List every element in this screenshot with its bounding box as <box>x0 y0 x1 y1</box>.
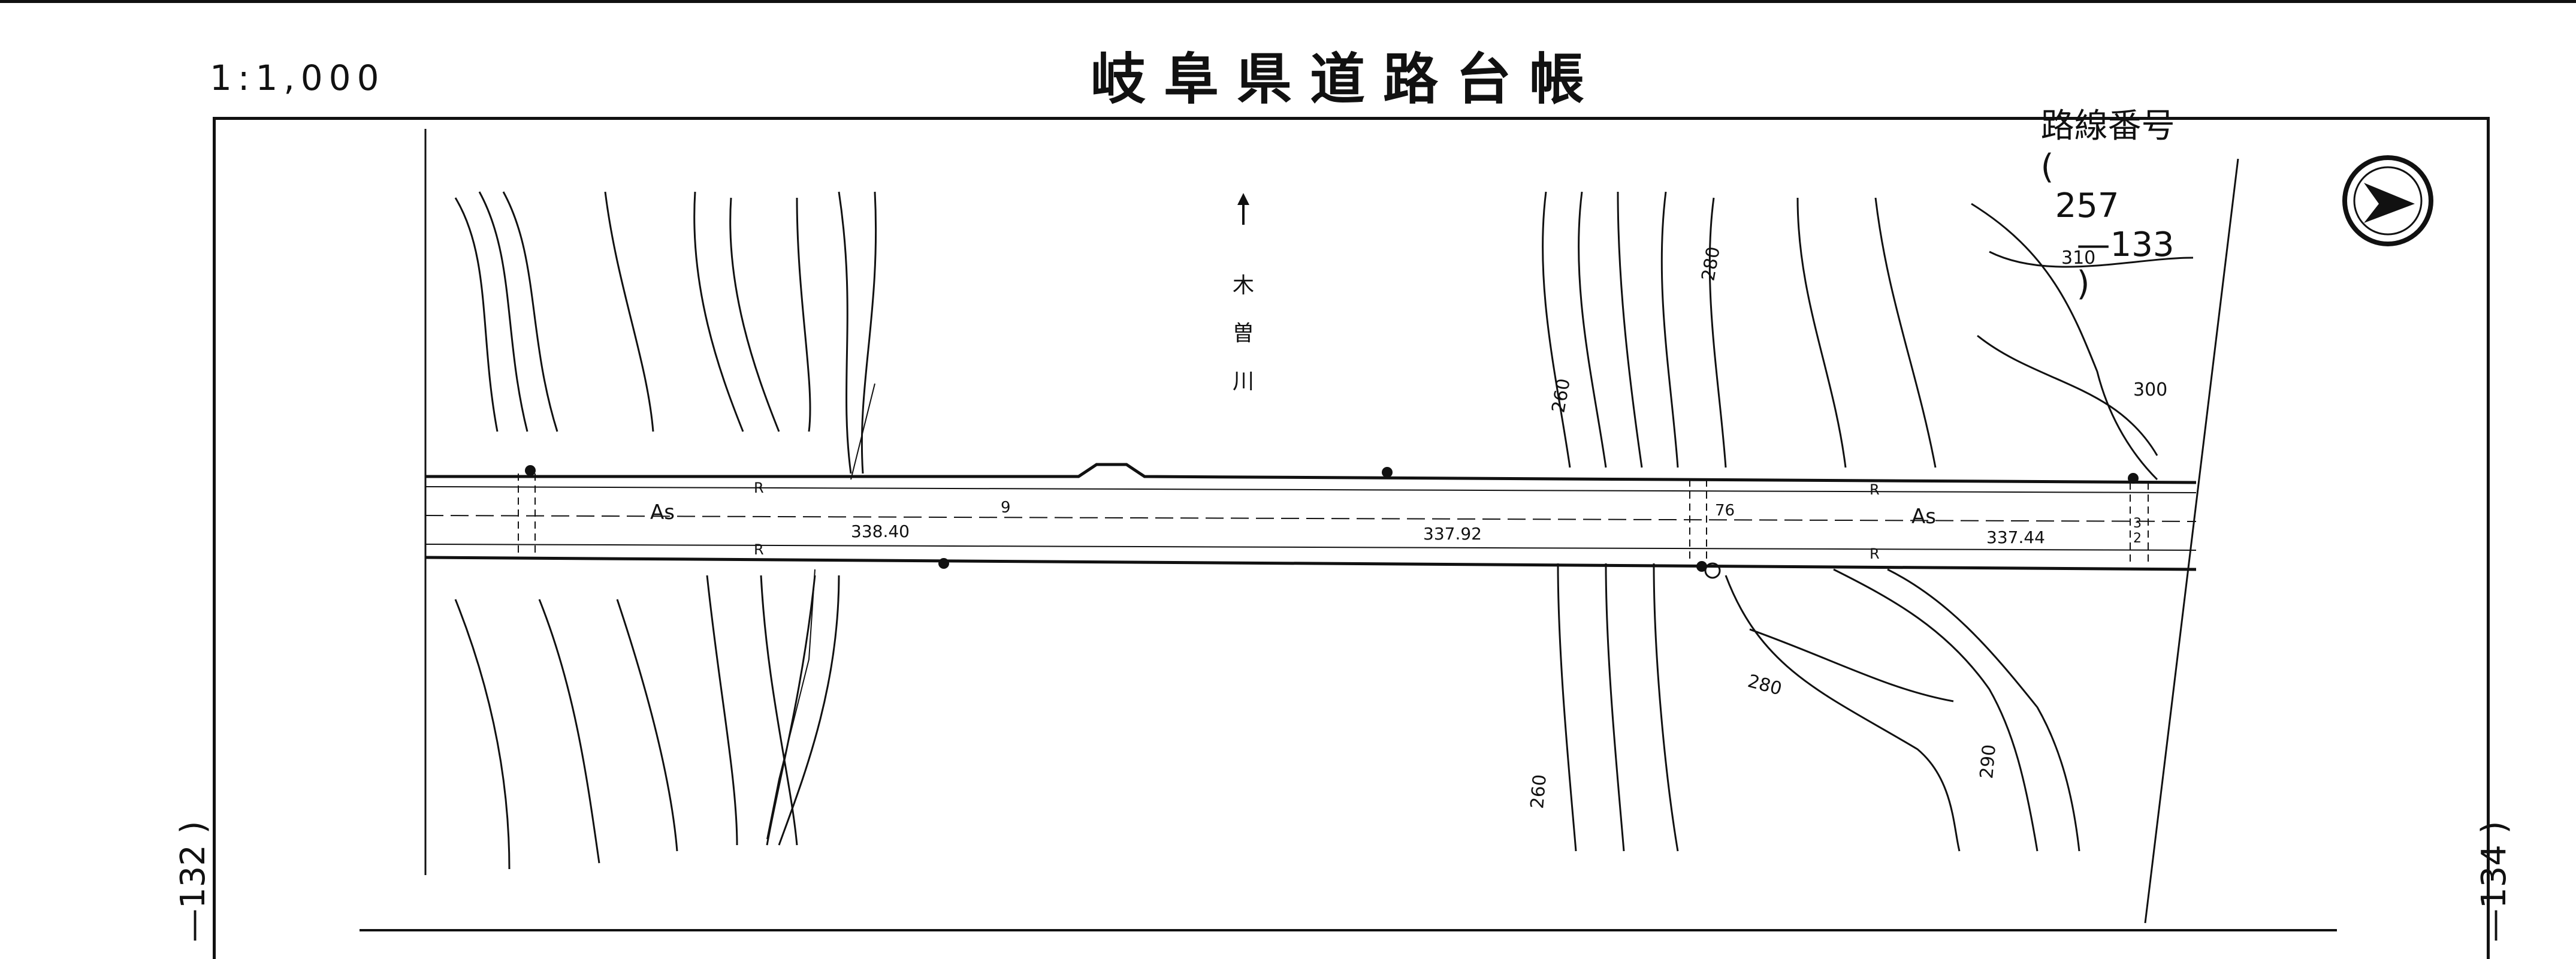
route-close-paren: ) <box>2076 264 2090 303</box>
station-label: 3 <box>2133 516 2142 531</box>
culvert-mid <box>1689 480 1707 560</box>
route-sheet: —133 <box>2076 225 2175 264</box>
survey-markers <box>525 465 2139 579</box>
curb-mark: R <box>1870 481 1880 498</box>
benchmark-circle <box>1704 562 1721 579</box>
north-arrow-icon <box>1237 193 1249 225</box>
contour-label: 300 <box>2133 379 2167 400</box>
station-label: 76 <box>1715 502 1735 520</box>
road-surface-label-2: As <box>1911 505 1936 529</box>
contours-top-right <box>1542 191 2194 481</box>
drawing-right-edge <box>2144 158 2239 924</box>
curb-mark: R <box>754 480 764 496</box>
station-label: 9 <box>1001 499 1011 517</box>
contour-label: 290 <box>1976 744 2000 780</box>
road-edge-top <box>425 463 2197 484</box>
culvert-left <box>518 474 536 557</box>
contour-label: 310 <box>2061 248 2095 269</box>
contour-label: 280 <box>1745 671 1784 700</box>
station-label: 2 <box>2133 531 2142 546</box>
curb-mark: R <box>754 541 764 558</box>
river-name-char-3: 川 <box>1233 369 1254 394</box>
contour-label: 260 <box>1527 774 1551 810</box>
route-open-paren: ( <box>2040 147 2054 186</box>
map-scale: 1:1,000 <box>210 58 385 98</box>
curb-mark: R <box>1870 545 1880 562</box>
road-centerline <box>425 515 2197 522</box>
route-number-label: 路線番号 ( 257 —133 ) <box>2019 60 2175 303</box>
top-border-rule <box>0 0 2576 3</box>
road <box>425 463 2197 571</box>
river-name-char-1: 木 <box>1233 273 1254 298</box>
elevation-label: 337.44 <box>1986 527 2045 547</box>
contours-top-left <box>454 191 877 474</box>
river-name-char-2: 曽 <box>1233 321 1254 346</box>
compass-icon <box>2342 155 2433 246</box>
culvert-right <box>2130 482 2149 566</box>
page-title: 岐阜県道路台帳 <box>1091 47 1603 111</box>
map-frame <box>213 117 2490 959</box>
elevation-label: 337.92 <box>1423 524 1482 544</box>
elevation-label: 338.40 <box>851 521 910 541</box>
route-label: 路線番号 <box>2040 107 2175 146</box>
road-surface-label: As <box>650 500 675 524</box>
contour-label: 280 <box>1698 245 1724 282</box>
cliff-hatching <box>766 383 875 840</box>
route-number: 257 <box>2055 186 2119 225</box>
contours-bottom-right <box>1557 563 2080 852</box>
contours-bottom-left <box>454 575 840 870</box>
road-edge-bottom <box>425 556 2197 571</box>
contour-label: 260 <box>1548 377 1574 414</box>
